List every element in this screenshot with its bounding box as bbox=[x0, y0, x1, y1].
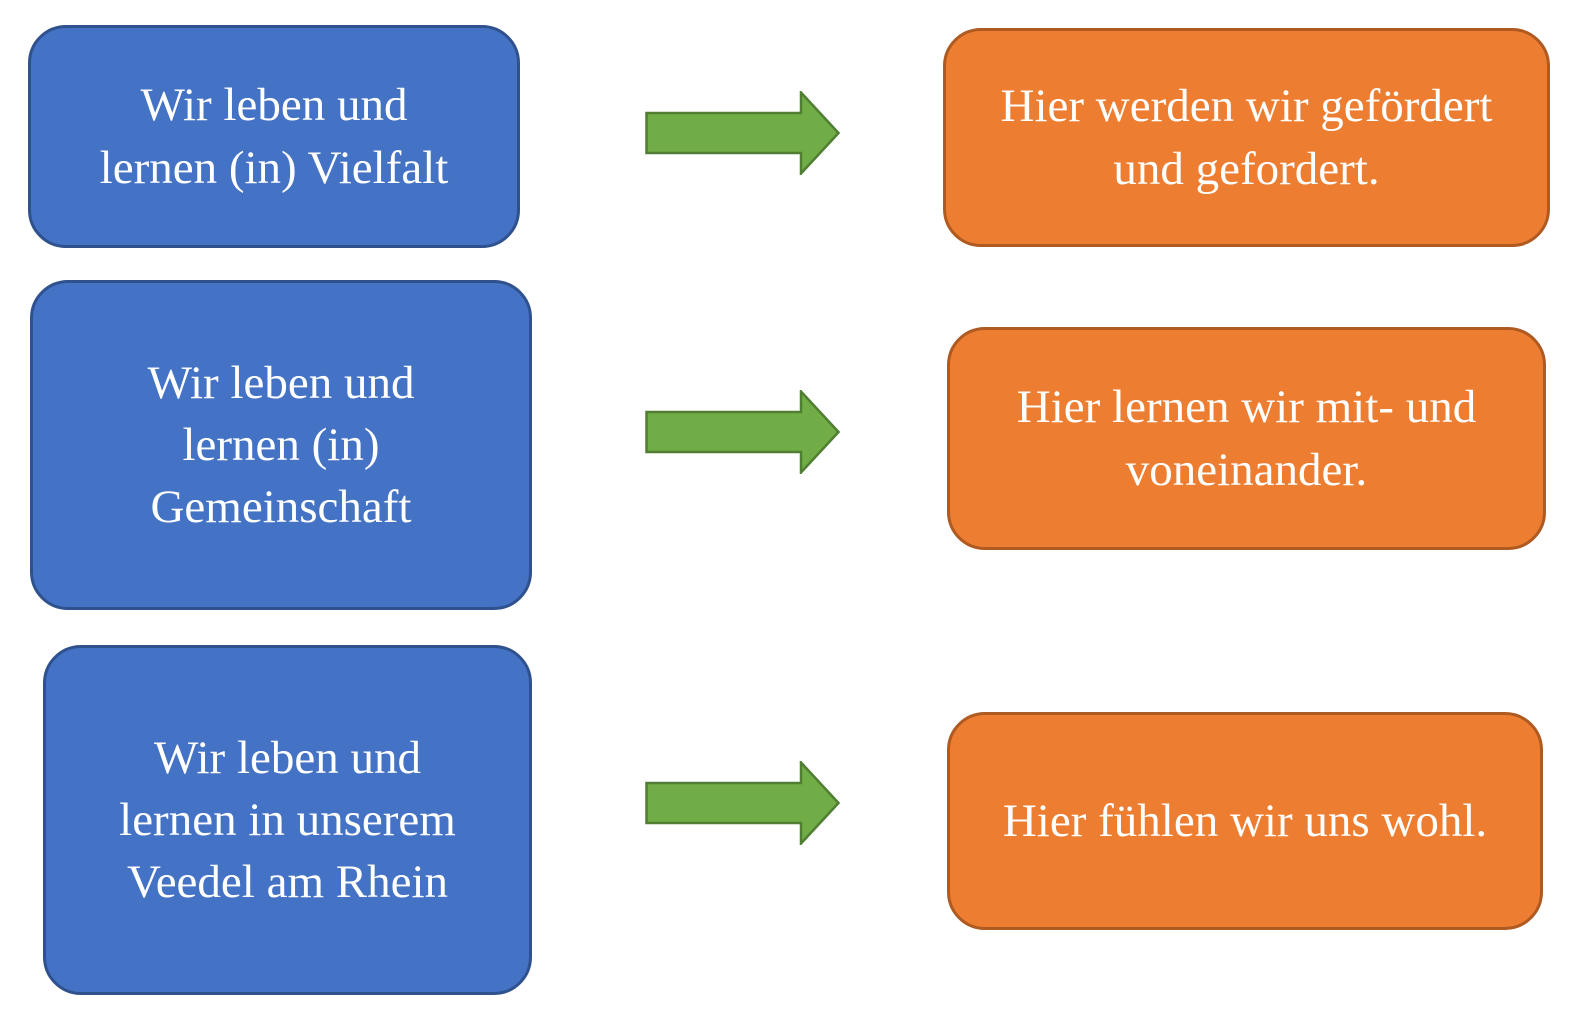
arrow-right-icon bbox=[645, 91, 840, 175]
arrow-right-icon bbox=[645, 761, 840, 845]
result-box-3: Hier fühlen wir uns wohl. bbox=[947, 712, 1543, 930]
result-box-3-text: Hier fühlen wir uns wohl. bbox=[1002, 794, 1488, 847]
arrow-right-icon bbox=[645, 390, 840, 474]
